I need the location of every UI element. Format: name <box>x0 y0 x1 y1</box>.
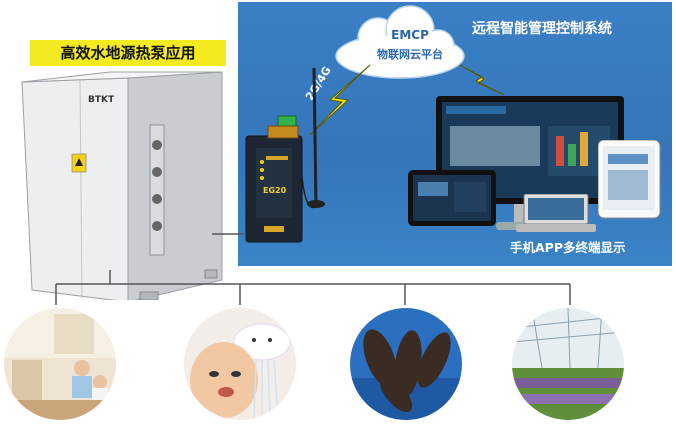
lightning-icon <box>309 64 371 136</box>
child-shower-photo <box>184 308 296 420</box>
system-title: 远程智能管理控制系统 <box>472 21 612 37</box>
home-family-photo <box>4 308 116 420</box>
greenhouse-photo <box>512 308 624 420</box>
cloud-platform-icon <box>335 5 465 79</box>
cloud-title: EMCP <box>391 28 429 42</box>
lightning-icon-2 <box>459 64 505 96</box>
app-display-label: 手机APP多终端显示 <box>510 240 626 255</box>
mobile-display <box>598 140 661 219</box>
gateway-model: EG20 <box>263 186 287 195</box>
tablet-display <box>408 170 496 226</box>
gateway-device <box>245 67 325 243</box>
cloud-subtitle: 物联网云平台 <box>377 48 443 61</box>
heatpump-title: 高效水地源热泵应用 <box>30 40 226 66</box>
heat-pump-unit <box>21 71 223 300</box>
laptop-display <box>516 194 596 232</box>
sea-cucumber-photo <box>350 308 462 420</box>
brand-logo: BTKT <box>88 95 115 105</box>
